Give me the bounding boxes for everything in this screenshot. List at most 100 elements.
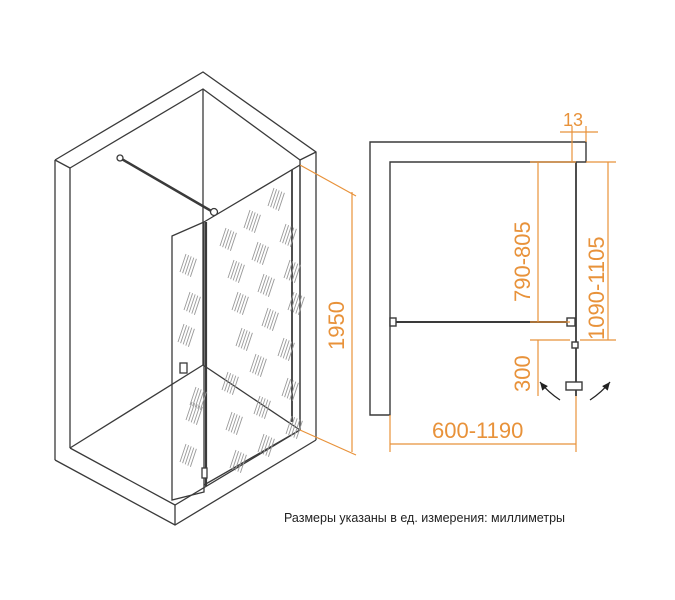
bottom-hinge — [201, 467, 208, 479]
plan-hinge — [571, 341, 579, 349]
height-ext-bottom — [299, 429, 357, 456]
glass-hatch-stroke — [275, 191, 283, 210]
glass-hatch-stroke — [185, 327, 193, 346]
glass-hatch-stroke — [291, 263, 299, 282]
height-label: 1950 — [324, 301, 349, 350]
glass-hatch-stroke — [265, 437, 273, 456]
isometric-view — [54, 71, 317, 526]
glass-hatch-stroke — [235, 263, 243, 282]
glass-hatch-stroke — [187, 328, 195, 347]
units-note: Размеры указаны в ед. измерения: миллиме… — [284, 511, 565, 525]
glass-hatch-stroke — [245, 332, 253, 351]
glass-hatch-stroke — [257, 273, 265, 293]
glass-hatch-stroke — [254, 356, 262, 375]
glass-hatch-stroke — [288, 262, 296, 281]
plan-dimensions — [389, 126, 616, 452]
glass-hatch-stroke — [289, 381, 297, 400]
glass-hatch-stroke — [260, 275, 268, 294]
height-ext-top — [299, 164, 357, 197]
glass-hatch-stroke — [188, 403, 196, 422]
floor-base — [54, 439, 317, 526]
glass-hatch-stroke — [277, 337, 285, 357]
back-wall-inner — [69, 88, 301, 169]
glass-hatch-stroke — [187, 257, 195, 276]
glass-hatch-stroke — [241, 296, 249, 315]
glass-hatch-stroke — [262, 276, 270, 295]
glass-hatch-stroke — [257, 357, 265, 376]
glass-hatch-stroke — [190, 404, 198, 423]
glass-hatch-stroke — [262, 436, 270, 455]
glass-hatch-stroke — [194, 389, 202, 408]
glass-hatch-stroke — [238, 329, 246, 348]
door-swing-arrows — [539, 381, 611, 401]
glass-hatch-stroke — [224, 373, 232, 392]
glass-hatch-stroke — [256, 244, 264, 263]
glass-hatch-stroke — [195, 406, 203, 425]
floor-back-line — [69, 364, 204, 449]
wall-top-edge — [54, 159, 71, 169]
glass-hatch-stroke — [253, 395, 261, 415]
glass-hatch-stroke — [235, 416, 243, 435]
glass-hatch-stroke — [286, 380, 294, 399]
glass-hatch-stroke — [271, 312, 279, 331]
glass-hatch-stroke — [235, 327, 243, 347]
glass-hatch-stroke — [259, 245, 267, 264]
glass-hatch-stroke — [182, 326, 190, 345]
glass-hatch-stroke — [287, 342, 295, 361]
glass-hatch-stroke — [285, 415, 293, 435]
glass-hatch-stroke — [184, 446, 192, 465]
glass-hatch-stroke — [193, 296, 201, 315]
door-panel — [171, 221, 205, 501]
glass-hatch-stroke — [266, 310, 274, 329]
glass-hatch-stroke — [246, 211, 254, 230]
glass-hatch-stroke — [237, 264, 245, 283]
glass-hatch-stroke — [277, 192, 285, 211]
glass-hatch-stroke — [293, 419, 301, 438]
glass-hatch-stroke — [231, 376, 239, 395]
glass-hatch-stroke — [234, 293, 242, 312]
glass-hatch-stroke — [226, 374, 234, 393]
glass-hatch-stroke — [280, 339, 288, 358]
bar-glass-clamp — [209, 207, 219, 217]
glass-hatch-stroke — [177, 323, 185, 343]
swing-label: 300 — [510, 355, 535, 392]
glass-hatch-stroke — [233, 415, 241, 434]
glass-hatch-stroke — [188, 294, 196, 313]
glass-hatch-stroke — [285, 341, 293, 360]
glass-hatch-stroke — [256, 397, 264, 416]
glass-hatch-stroke — [185, 401, 193, 421]
height-dimension — [299, 164, 357, 456]
glass-hatch-stroke — [281, 377, 289, 397]
bar-wall-mount — [116, 154, 124, 162]
glass-hatch-stroke — [295, 295, 303, 314]
glass-hatch-stroke — [282, 225, 290, 244]
glass-hatch-stroke — [229, 232, 237, 251]
glass-hatch-stroke — [237, 453, 245, 472]
glass-hatch-stroke — [192, 388, 200, 407]
plan-door-handle — [565, 381, 583, 391]
glass-hatch-stroke — [267, 278, 275, 297]
swing-arrow-right — [589, 381, 611, 401]
glass-hatch-stroke — [197, 390, 205, 409]
plan-wall — [369, 141, 587, 416]
glass-hatch-stroke — [228, 413, 236, 432]
glass-hatch-stroke — [286, 261, 294, 280]
glass-hatch-stroke — [179, 443, 187, 463]
glass-hatch-stroke — [230, 414, 238, 433]
glass-hatch-stroke — [182, 445, 190, 464]
stabilizer-bar — [119, 156, 214, 214]
glass-panels — [116, 154, 301, 501]
glass-texture — [177, 187, 305, 473]
glass-hatch-stroke — [219, 227, 227, 247]
glass-hatch-stroke — [249, 353, 257, 373]
glass-hatch-stroke — [199, 391, 207, 410]
glass-hatch-stroke — [230, 261, 238, 280]
glass-hatch-stroke — [283, 259, 291, 279]
glass-hatch-stroke — [264, 309, 272, 328]
glass-hatch-stroke — [287, 227, 295, 246]
glass-hatch-stroke — [290, 418, 298, 437]
glass-hatch-stroke — [295, 420, 303, 439]
glass-hatch-stroke — [260, 435, 268, 454]
glass-hatch-stroke — [232, 262, 240, 281]
